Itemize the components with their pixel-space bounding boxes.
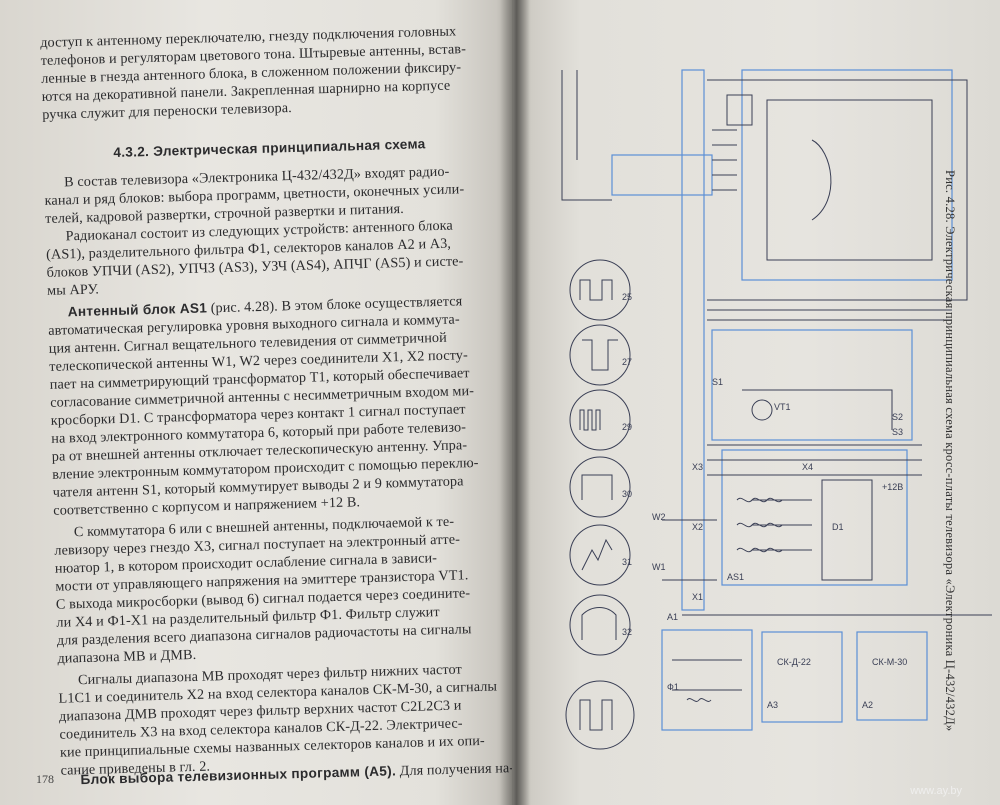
- waveform-column: [565, 259, 635, 750]
- wire: [561, 70, 612, 201]
- watermark: www.ay.by: [910, 785, 962, 797]
- wire: [766, 99, 933, 261]
- wire: [811, 139, 832, 221]
- block-a3: [761, 631, 843, 723]
- coil: [736, 522, 783, 528]
- waveform-circle: [569, 259, 631, 321]
- waveform-pulse: [582, 339, 618, 371]
- relay: [726, 94, 753, 126]
- label-a3: А3: [767, 700, 778, 710]
- schematic-wiring: [561, 70, 992, 702]
- wire: [672, 659, 742, 691]
- waveform-circle: [569, 456, 631, 518]
- page-number: 178: [36, 772, 54, 786]
- label-as1: AS1: [727, 572, 744, 582]
- label-x3: X3: [692, 462, 703, 472]
- label-plus12: +12В: [882, 482, 903, 492]
- text-line: мы АРУ.: [46, 281, 100, 299]
- right-page: А1 А2 А3 Ф1 СК-М-30 СК-Д-22 AS1 S1 S2 S3…: [512, 0, 1000, 805]
- label-x1: X1: [692, 592, 703, 602]
- label-a1: А1: [667, 612, 678, 622]
- schematic-blue-blocks: [611, 69, 953, 731]
- wire: [707, 79, 968, 301]
- waveform-circle: [565, 680, 635, 750]
- coil: [736, 497, 783, 503]
- figure-caption: Рис. 4.28. Электрическая принципиальная …: [943, 170, 957, 732]
- label-w1: W1: [652, 562, 666, 572]
- label-32: 32: [622, 627, 632, 637]
- microassembly-d1: [821, 479, 873, 581]
- waveform-circle: [569, 594, 631, 656]
- waveform-ramp: [581, 538, 613, 571]
- label-w2: W2: [652, 512, 666, 522]
- waveform-pulse: [581, 607, 617, 640]
- wire: [707, 309, 952, 321]
- label-x2: X2: [692, 522, 703, 532]
- label-s3: S3: [892, 427, 903, 437]
- block-a5: [741, 69, 953, 281]
- transistor-vt1: [751, 399, 773, 421]
- waveform-circle: [569, 324, 631, 386]
- coil: [686, 698, 712, 702]
- left-page: доступ к антенному переключателю, гнезду…: [0, 0, 512, 805]
- antenna-block-title: Антенный блок AS1: [67, 300, 208, 320]
- waveform-pulse: [579, 699, 613, 731]
- label-d1: D1: [832, 522, 844, 532]
- label-s2: S2: [892, 412, 903, 422]
- label-27: 27: [622, 357, 632, 367]
- label-30: 30: [622, 489, 632, 499]
- waveform-circle: [569, 389, 631, 451]
- bus-line: [681, 69, 705, 611]
- block-as1: [721, 449, 908, 586]
- label-f1: Ф1: [667, 682, 679, 692]
- coil: [736, 547, 783, 553]
- schematic-diagram: А1 А2 А3 Ф1 СК-М-30 СК-Д-22 AS1 S1 S2 S3…: [561, 69, 992, 750]
- block-s3: [711, 329, 913, 441]
- text-line: диапазона МВ и ДМВ.: [57, 646, 197, 667]
- text-run: Для получения на-: [395, 760, 512, 780]
- section-heading: 4.3.2. Электрическая принципиальная схем…: [113, 136, 426, 160]
- label-sk-m: СК-М-30: [872, 657, 907, 667]
- label-x4: X4: [802, 462, 813, 472]
- schematic-labels: А1 А2 А3 Ф1 СК-М-30 СК-Д-22 AS1 S1 S2 S3…: [622, 292, 907, 710]
- block-f1: [661, 629, 753, 731]
- left-page-text-column: доступ к антенному переключателю, гнезду…: [40, 21, 508, 778]
- label-29: 29: [622, 422, 632, 432]
- label-a2: А2: [862, 700, 873, 710]
- label-sk-d: СК-Д-22: [777, 657, 811, 667]
- connector-block: [611, 154, 713, 196]
- label-31: 31: [622, 557, 632, 567]
- waveform-circle: [569, 524, 631, 586]
- label-25: 25: [622, 292, 632, 302]
- waveform-pulse: [581, 474, 613, 500]
- waveform-pulse: [579, 279, 613, 301]
- wire: [742, 389, 893, 430]
- waveform-pulse: [579, 409, 601, 431]
- block-a2: [856, 631, 928, 721]
- wire: [707, 444, 922, 476]
- label-s1: S1: [712, 377, 723, 387]
- label-vt1: VT1: [774, 402, 791, 412]
- wire: [712, 129, 737, 191]
